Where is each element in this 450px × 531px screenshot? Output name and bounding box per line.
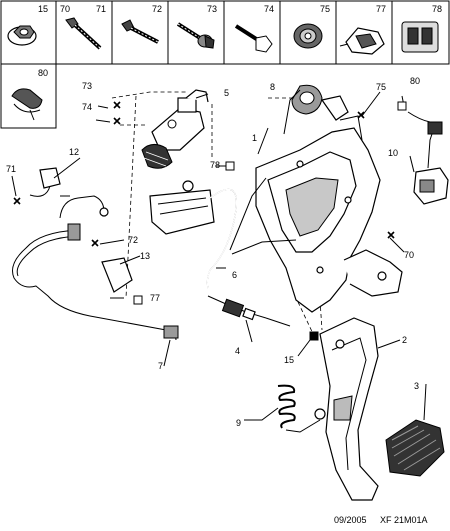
strip-number-78: 78 bbox=[432, 4, 442, 14]
hex-bolt-icon bbox=[234, 24, 273, 53]
clutch-pedal bbox=[319, 317, 379, 501]
parts-strip: 15 70 71 72 73 74 75 77 78 80 bbox=[0, 0, 450, 129]
master-cylinder bbox=[141, 89, 209, 169]
callout-1: 1 bbox=[252, 133, 257, 143]
strip-number-71: 71 bbox=[96, 4, 106, 14]
callout-75: 75 bbox=[376, 82, 386, 92]
footer: 09/2005 XF 21M01A bbox=[334, 515, 428, 525]
strip-number-77: 77 bbox=[376, 4, 386, 14]
callout-7: 7 bbox=[158, 361, 163, 371]
strip-number-72: 72 bbox=[152, 4, 162, 14]
callout-6: 6 bbox=[232, 270, 237, 280]
clutch-cable bbox=[207, 295, 291, 327]
pedal-switch bbox=[413, 121, 449, 205]
diagram-drawing bbox=[11, 84, 449, 501]
nut-washer-icon bbox=[7, 25, 37, 46]
callouts: 1 2 3 4 5 6 7 8 9 10 12 13 15 70 71 72 7… bbox=[6, 76, 420, 428]
callout-73: 73 bbox=[82, 81, 92, 91]
callout-3: 3 bbox=[414, 381, 419, 391]
callout-78: 78 bbox=[210, 160, 220, 170]
callout-70: 70 bbox=[404, 250, 414, 260]
callout-74: 74 bbox=[82, 102, 92, 112]
bolt-icon bbox=[65, 17, 102, 50]
callout-80: 80 bbox=[410, 76, 420, 86]
grommet-icon bbox=[293, 23, 323, 49]
connector-block-icon bbox=[401, 21, 439, 53]
strip-number-74: 74 bbox=[264, 4, 274, 14]
return-spring bbox=[277, 384, 326, 433]
callout-5: 5 bbox=[224, 88, 229, 98]
callout-12: 12 bbox=[69, 147, 79, 157]
pedal-bracket bbox=[229, 84, 403, 313]
callout-4: 4 bbox=[235, 346, 240, 356]
strip-number-73: 73 bbox=[207, 4, 217, 14]
strip-number-75: 75 bbox=[320, 4, 330, 14]
pedal-pad bbox=[385, 419, 445, 477]
strip-number-15: 15 bbox=[38, 4, 48, 14]
bracket-13 bbox=[101, 257, 133, 293]
callout-9: 9 bbox=[236, 418, 241, 428]
callout-2: 2 bbox=[402, 335, 407, 345]
strip-number-80: 80 bbox=[38, 68, 48, 78]
callout-71: 71 bbox=[6, 164, 16, 174]
hydraulic-pipe bbox=[12, 167, 179, 341]
callout-8: 8 bbox=[270, 82, 275, 92]
callout-15: 15 bbox=[284, 355, 294, 365]
strip-number-70: 70 bbox=[60, 4, 70, 14]
flange-bolt-icon bbox=[176, 22, 215, 49]
hose-clip-icon bbox=[11, 88, 43, 121]
callout-13: 13 bbox=[140, 251, 150, 261]
footer-reference: XF 21M01A bbox=[380, 515, 428, 525]
callout-72: 72 bbox=[128, 235, 138, 245]
callout-77: 77 bbox=[150, 293, 160, 303]
screw-icon bbox=[121, 19, 159, 44]
fluid-reservoir bbox=[149, 180, 215, 235]
callout-10: 10 bbox=[388, 148, 398, 158]
bracket-clip-icon bbox=[339, 27, 385, 55]
footer-date: 09/2005 bbox=[334, 515, 367, 525]
